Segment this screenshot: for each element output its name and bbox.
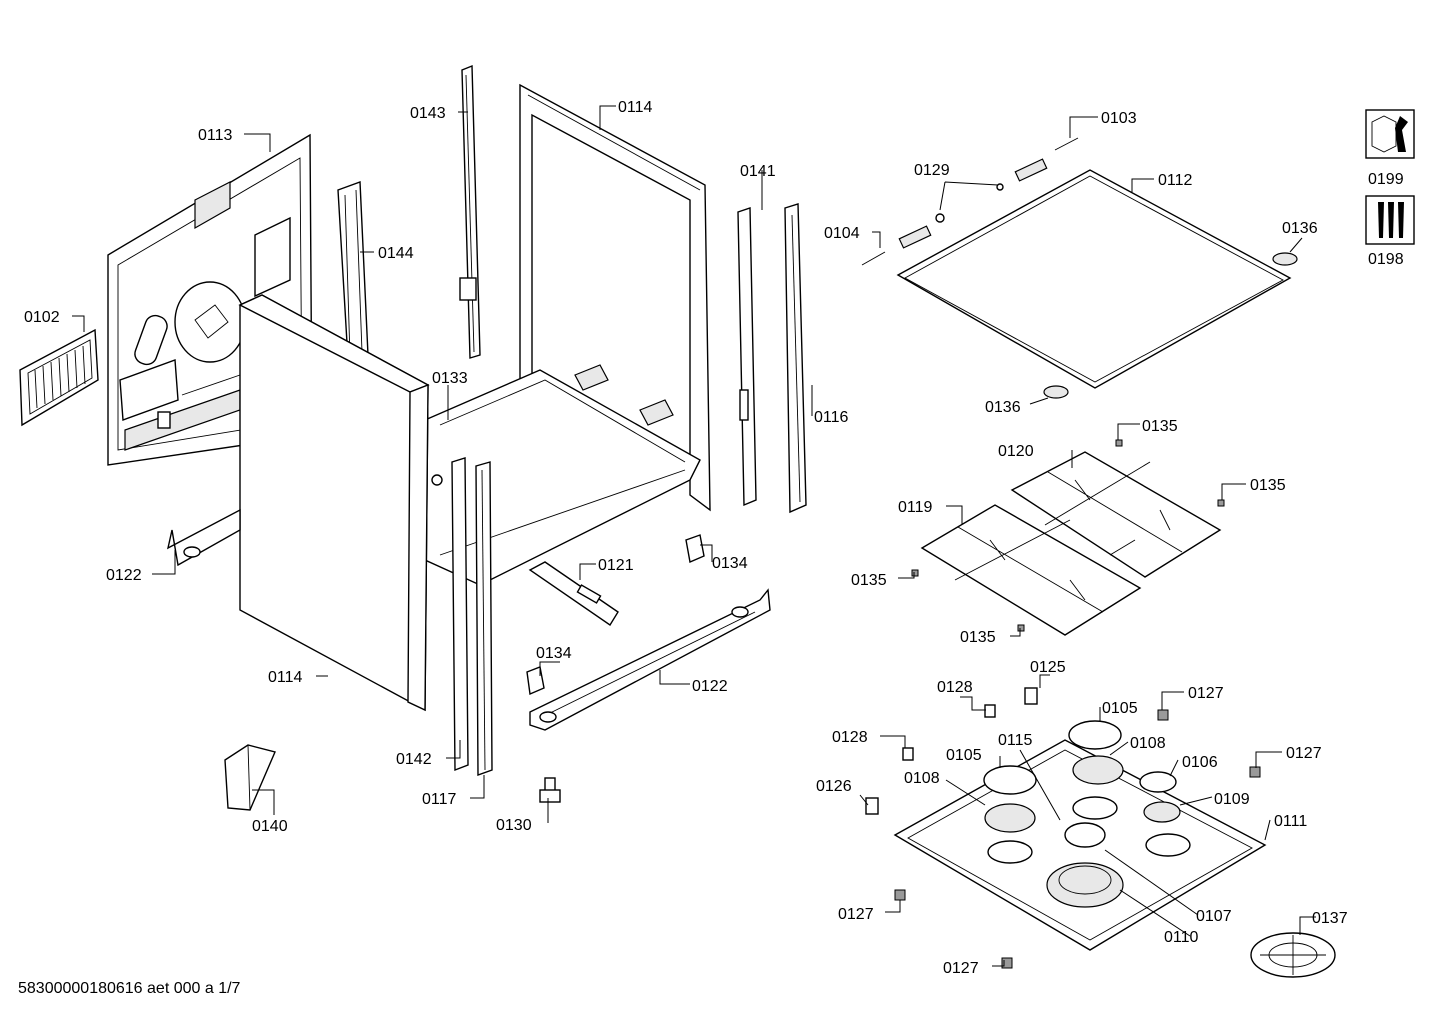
label-0136-bottom: 0136 xyxy=(985,399,1021,416)
label-0102: 0102 xyxy=(24,309,60,326)
part-labels: 0102 0113 0144 0143 0114 0141 0116 0133 … xyxy=(24,99,1404,977)
label-0113: 0113 xyxy=(198,127,233,144)
label-0135-a: 0135 xyxy=(1142,418,1178,435)
leader-lines xyxy=(72,105,1316,967)
label-0120: 0120 xyxy=(998,443,1034,460)
label-0109: 0109 xyxy=(1214,791,1250,808)
label-0134-right: 0134 xyxy=(712,555,748,572)
label-0115: 0115 xyxy=(998,732,1033,749)
label-0116: 0116 xyxy=(814,409,849,426)
label-0125: 0125 xyxy=(1030,659,1066,676)
label-0114-top: 0114 xyxy=(618,99,653,116)
label-0110: 0110 xyxy=(1164,929,1199,946)
label-0122-right: 0122 xyxy=(692,678,728,695)
screw-set-icon xyxy=(1365,195,1415,245)
rail-0122-right-part xyxy=(529,588,771,731)
label-0106: 0106 xyxy=(1182,754,1218,771)
burner-0108-right-part xyxy=(1068,720,1124,785)
label-0135-d: 0135 xyxy=(960,629,996,646)
label-0142: 0142 xyxy=(396,751,432,768)
label-0144: 0144 xyxy=(378,245,414,262)
pan-support-0120-part xyxy=(1010,451,1222,578)
burner-0109-part xyxy=(1139,771,1181,823)
label-0129: 0129 xyxy=(914,162,950,179)
rail-0144-part xyxy=(337,181,369,361)
label-0119: 0119 xyxy=(898,499,933,516)
label-0114-bottom: 0114 xyxy=(268,669,303,686)
label-0108-left: 0108 xyxy=(904,770,940,787)
label-0127-d: 0127 xyxy=(943,960,979,977)
hinge-part xyxy=(861,137,1079,266)
label-0128-top: 0128 xyxy=(937,679,973,696)
clip-small-part xyxy=(865,687,1261,969)
label-0105-left: 0105 xyxy=(946,747,982,764)
label-0130: 0130 xyxy=(496,817,532,834)
rail-0122-left-part xyxy=(166,508,241,567)
side-panel-0114-part xyxy=(238,294,430,712)
burner-0108-left-part xyxy=(983,765,1037,833)
label-0198: 0198 xyxy=(1368,251,1404,268)
label-0141: 0141 xyxy=(740,163,776,180)
label-0133: 0133 xyxy=(432,370,468,387)
plug-0133-part xyxy=(431,474,443,486)
grille-part xyxy=(19,328,99,427)
label-0107: 0107 xyxy=(1196,908,1232,925)
label-0126: 0126 xyxy=(816,778,852,795)
strip-0142-part xyxy=(451,457,469,772)
label-0127-a: 0127 xyxy=(1188,685,1224,702)
strip-0141-part xyxy=(737,207,757,507)
buffer-0136-part xyxy=(1043,252,1298,399)
label-0127-c: 0127 xyxy=(838,906,874,923)
label-0135-b: 0135 xyxy=(1250,477,1286,494)
glass-lid-part xyxy=(896,169,1292,389)
document-code: 58300000180616 aet 000 a 1/7 xyxy=(18,980,241,997)
nut-0135-part xyxy=(911,439,1225,632)
label-0140: 0140 xyxy=(252,818,288,835)
pan-support-0119-part xyxy=(920,504,1142,636)
label-0137: 0137 xyxy=(1312,910,1348,927)
rail-0121-part xyxy=(528,561,619,626)
wrench-nut-icon xyxy=(1365,109,1415,159)
label-0143: 0143 xyxy=(410,105,446,122)
label-0112: 0112 xyxy=(1158,172,1193,189)
label-0108-right: 0108 xyxy=(1130,735,1166,752)
label-0103: 0103 xyxy=(1101,110,1137,127)
label-0127-b: 0127 xyxy=(1286,745,1322,762)
label-0134-left: 0134 xyxy=(536,645,572,662)
label-0104: 0104 xyxy=(824,225,860,242)
bracket-0140-part xyxy=(224,744,276,811)
label-0111: 0111 xyxy=(1274,813,1307,830)
label-0128-left: 0128 xyxy=(832,729,868,746)
label-0122-left: 0122 xyxy=(106,567,142,584)
burner-0110-part xyxy=(1046,822,1124,908)
strip-0116-part xyxy=(784,203,807,514)
label-0117: 0117 xyxy=(422,791,457,808)
label-0121: 0121 xyxy=(598,557,634,574)
label-0105-right: 0105 xyxy=(1102,700,1138,717)
label-0136-top: 0136 xyxy=(1282,220,1318,237)
rail-0143-part xyxy=(459,64,481,359)
label-0135-c: 0135 xyxy=(851,572,887,589)
strip-0117-part xyxy=(475,461,493,776)
ring-0137-part xyxy=(1250,932,1336,978)
label-0199: 0199 xyxy=(1368,171,1404,188)
foot-0130-part xyxy=(539,777,561,803)
